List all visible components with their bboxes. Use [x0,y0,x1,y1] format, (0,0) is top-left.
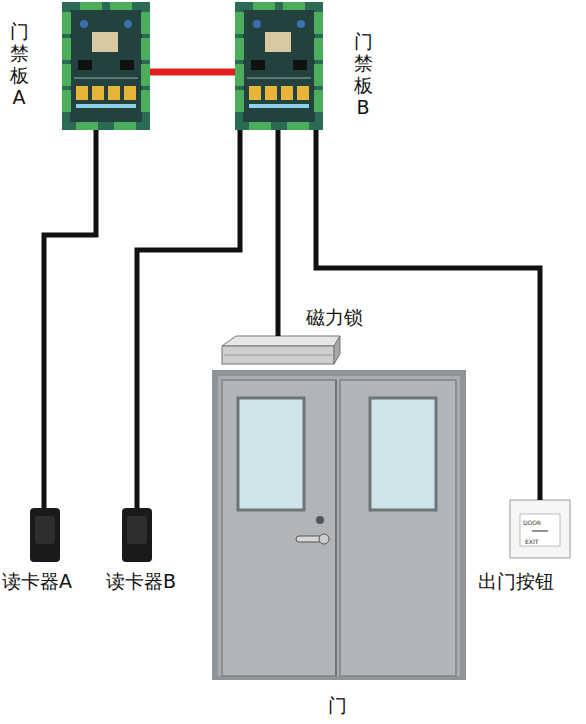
component-label: 读卡器A [2,570,72,592]
component-node: 门 禁 板 A [62,2,150,130]
lock-illustration [222,336,340,364]
component-node: 读卡器A [30,508,60,562]
component-label: 门 禁 板 B [352,30,374,118]
component-node: 门 [212,370,466,680]
reader-illustration [30,508,152,562]
wire-connector [150,69,235,76]
button-text: EXIT [525,538,538,545]
door-illustration [212,370,466,680]
button-text: DOOR [523,519,541,526]
component-label: 读卡器B [106,570,176,592]
wire-connector [137,130,240,508]
board-illustration [235,2,323,130]
component-label: 门 [328,694,347,716]
component-node: 出门按钮 [510,500,570,558]
component-node: 读卡器B [122,508,152,562]
board-illustration [62,2,150,130]
component-node: 门 禁 板 B [235,2,323,130]
component-label: 出门按钮 [478,570,554,592]
component-node: 磁力锁 [222,336,340,366]
wire-connector [276,130,281,336]
button-illustration [510,500,570,558]
component-label: 磁力锁 [306,306,363,328]
component-label: 门 禁 板 A [8,20,30,108]
wire-connector [44,130,96,508]
